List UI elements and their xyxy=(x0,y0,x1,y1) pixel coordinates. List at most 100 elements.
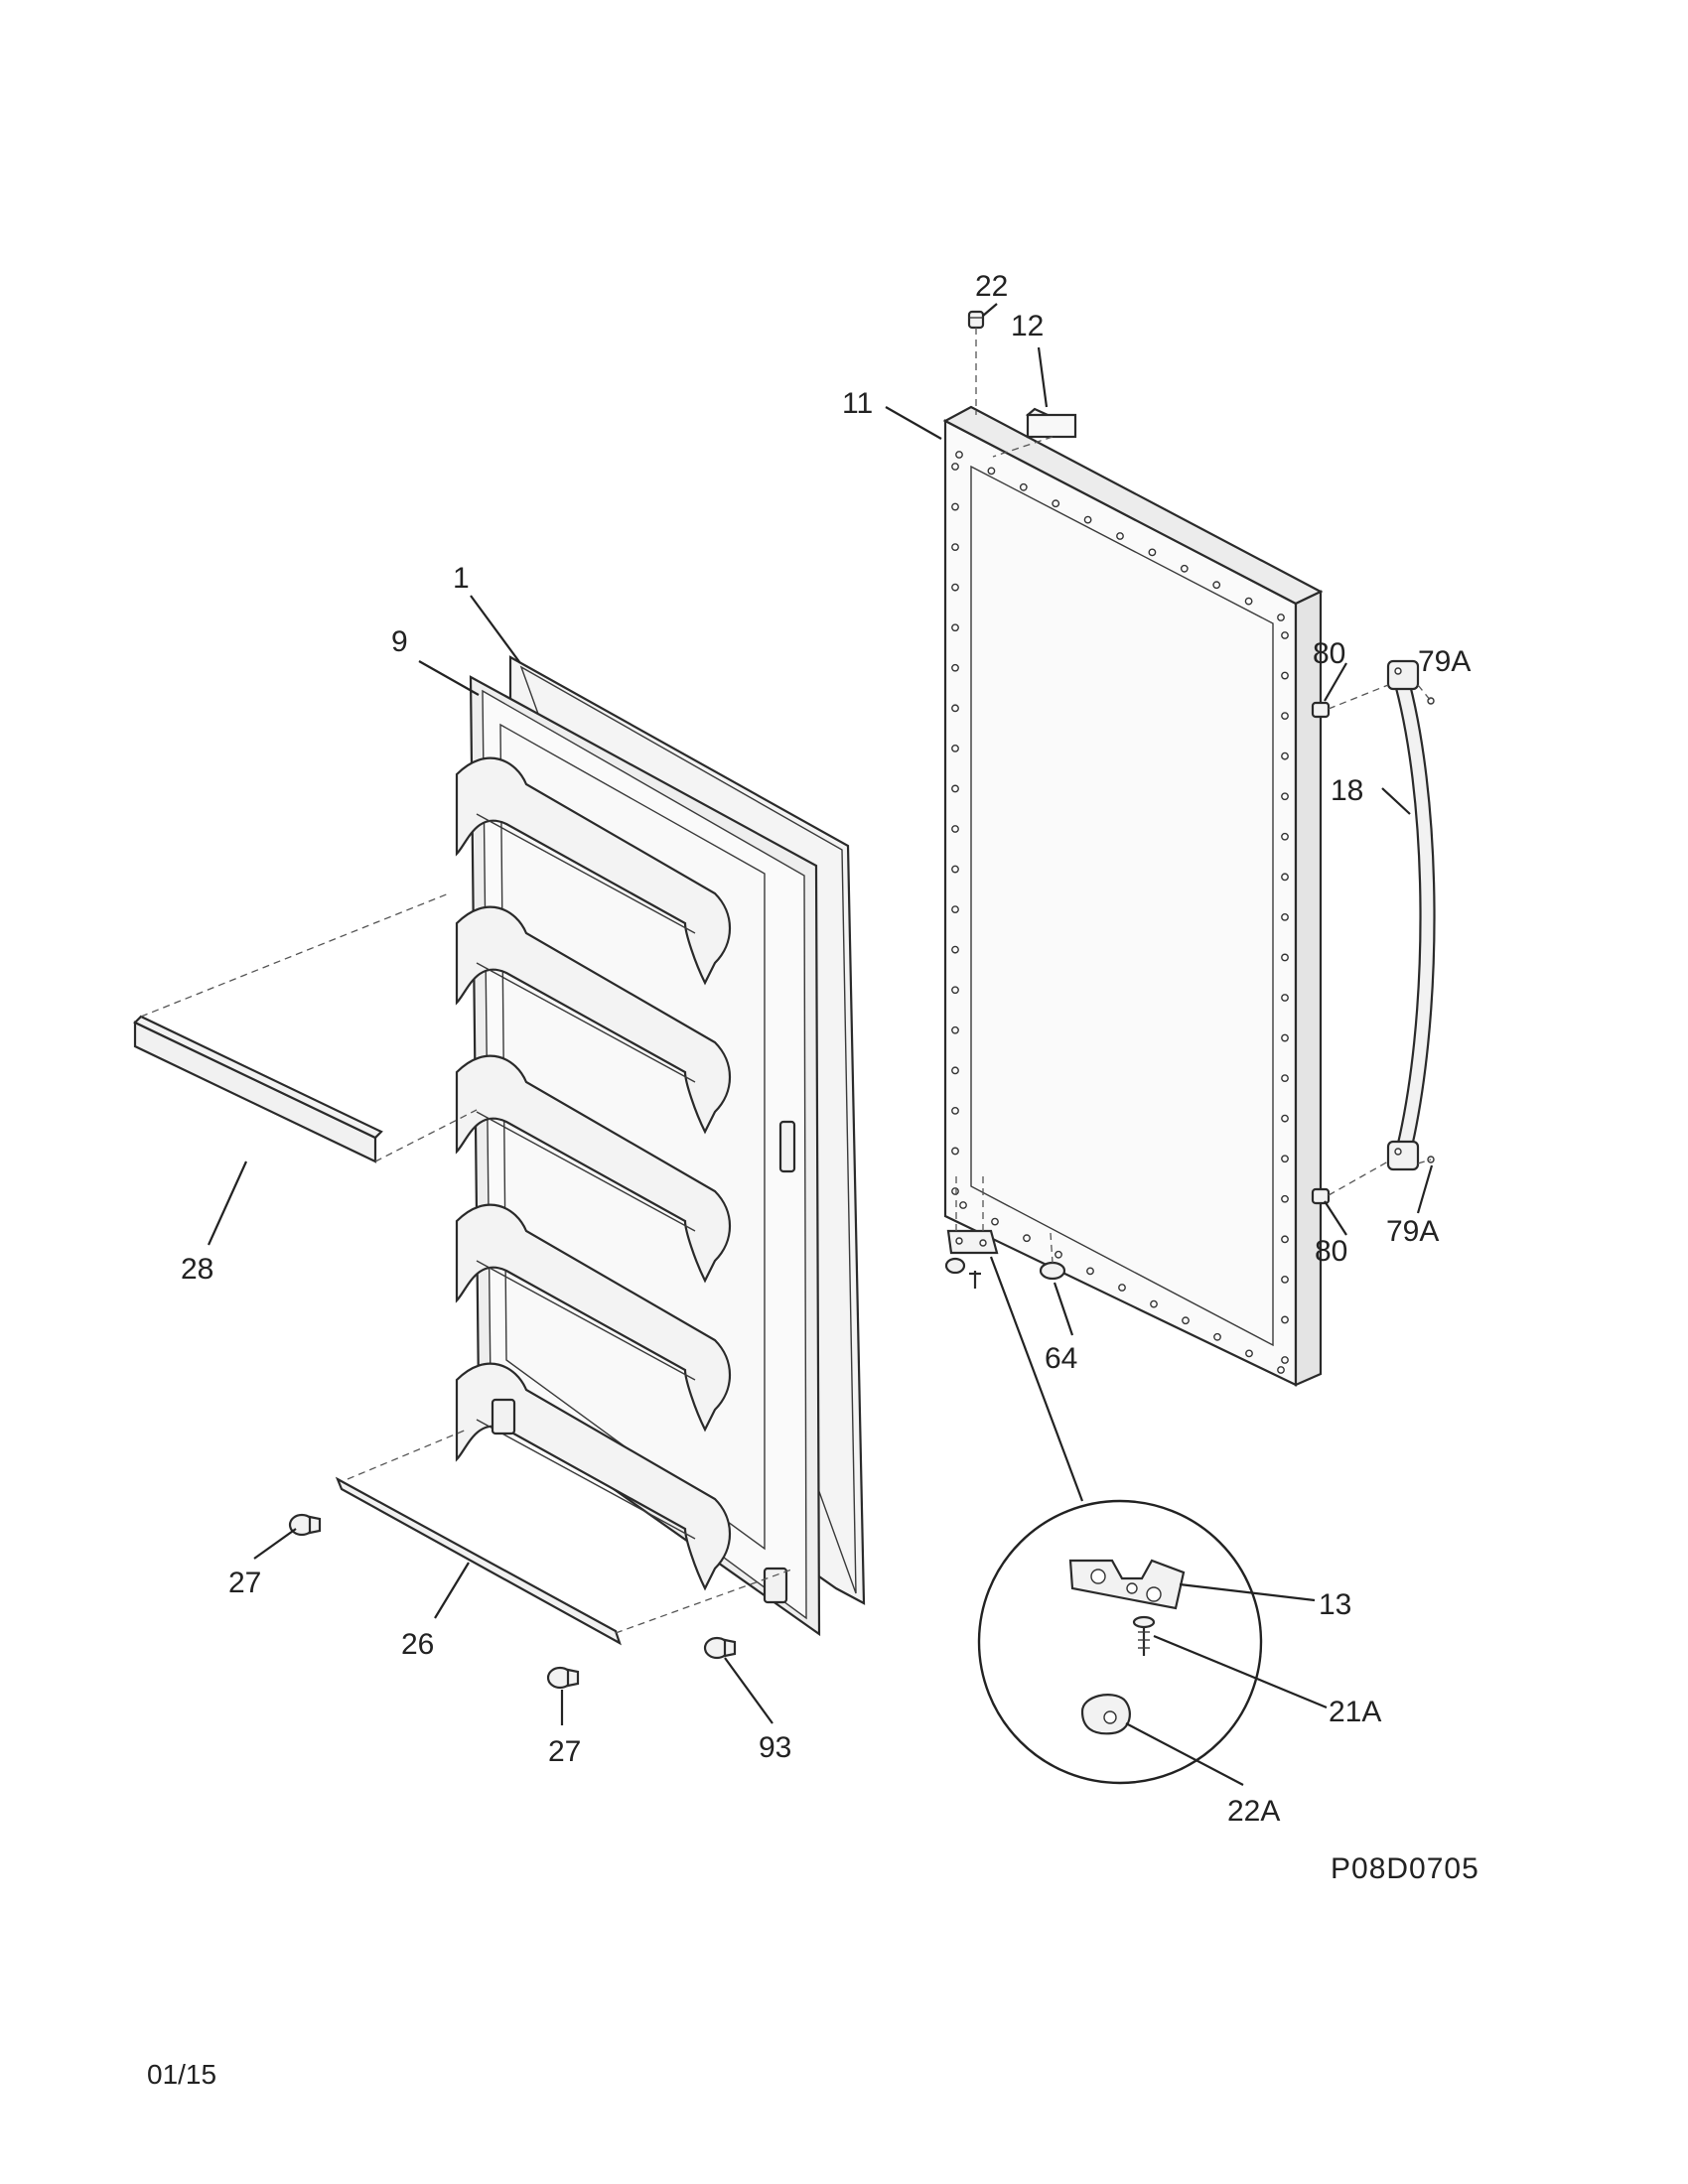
frame-hole xyxy=(1116,532,1124,540)
shelf-edge xyxy=(476,813,696,934)
door-shelf xyxy=(455,905,732,1135)
frame-hole xyxy=(1055,1250,1062,1259)
callout-26: 26 xyxy=(401,1628,434,1661)
frame-hole xyxy=(1281,873,1289,882)
callouts: 1 9 11 12 22 80 79A 18 80 79A 64 28 27 2… xyxy=(181,270,1471,1828)
callout-79a-bottom: 79A xyxy=(1386,1215,1439,1248)
frame-hole xyxy=(1182,1316,1190,1325)
frame-hole xyxy=(1083,515,1092,524)
handle-screws xyxy=(1311,684,1435,1205)
door-shelves xyxy=(455,756,732,1591)
callout-21a: 21A xyxy=(1329,1696,1381,1728)
frame-hole xyxy=(1052,499,1060,508)
frame-hole xyxy=(1281,832,1289,841)
outer-door-holes xyxy=(951,451,1289,1374)
door-shelf xyxy=(455,756,732,986)
frame-hole xyxy=(1212,581,1221,590)
frame-hole xyxy=(1281,671,1289,680)
callout-1: 1 xyxy=(453,562,470,595)
shelf-edge xyxy=(476,962,696,1083)
frame-hole xyxy=(1281,1155,1289,1163)
frame-hole xyxy=(1281,792,1289,801)
frame-hole xyxy=(1281,631,1289,639)
frame-hole xyxy=(1281,1275,1289,1284)
shelf-edge xyxy=(476,1260,696,1381)
frame-hole xyxy=(1281,712,1289,721)
callout-22a: 22A xyxy=(1227,1795,1280,1828)
top-screw xyxy=(967,310,985,415)
frame-hole xyxy=(955,451,963,459)
frame-hole xyxy=(1281,1074,1289,1083)
frame-hole xyxy=(1023,1234,1031,1243)
frame-hole xyxy=(951,623,959,632)
door-shelf xyxy=(455,1054,732,1284)
callout-12: 12 xyxy=(1011,310,1044,342)
callout-93: 93 xyxy=(759,1731,791,1764)
frame-hole xyxy=(1281,1235,1289,1244)
revision-date: 01/15 xyxy=(147,2059,217,2090)
callout-28: 28 xyxy=(181,1253,213,1286)
callout-13: 13 xyxy=(1319,1588,1351,1621)
frame-hole xyxy=(951,986,959,995)
callout-9: 9 xyxy=(391,625,408,658)
plug-27-left xyxy=(288,1513,322,1537)
frame-hole xyxy=(1086,1267,1094,1276)
frame-hole xyxy=(951,463,959,471)
callout-80-bottom: 80 xyxy=(1315,1235,1347,1268)
label-sticker xyxy=(1026,407,1077,439)
frame-hole xyxy=(1019,482,1028,491)
door-shelf xyxy=(455,1203,732,1433)
callout-80-top: 80 xyxy=(1313,637,1345,670)
hinge-parts xyxy=(944,1176,1066,1289)
callout-18: 18 xyxy=(1331,774,1363,807)
frame-hole xyxy=(951,1025,959,1034)
frame-hole xyxy=(951,784,959,793)
frame-hole xyxy=(1281,953,1289,962)
frame-hole xyxy=(1118,1284,1126,1292)
callout-64: 64 xyxy=(1045,1342,1077,1375)
frame-hole xyxy=(951,583,959,592)
door-shelf xyxy=(455,1362,732,1591)
callout-11: 11 xyxy=(842,387,873,420)
callout-27-left: 27 xyxy=(228,1567,261,1599)
frame-hole xyxy=(1150,1299,1158,1308)
frame-hole xyxy=(1281,912,1289,921)
frame-hole xyxy=(951,1187,959,1195)
frame-hole xyxy=(1281,751,1289,760)
frame-hole xyxy=(1277,1366,1285,1374)
frame-hole xyxy=(987,467,996,476)
plug-27-bottom xyxy=(546,1666,580,1690)
callout-27-bottom: 27 xyxy=(548,1735,581,1768)
frame-hole xyxy=(1281,1315,1289,1324)
shelf-edge xyxy=(476,1111,696,1232)
frame-hole xyxy=(951,744,959,752)
frame-hole xyxy=(951,825,959,833)
door-rack-28 xyxy=(133,892,478,1163)
leader-lines xyxy=(207,303,1434,1786)
frame-hole xyxy=(1281,1033,1289,1042)
frame-hole xyxy=(951,663,959,672)
frame-hole xyxy=(1180,564,1189,573)
door-hinge-clip xyxy=(491,1120,796,1604)
frame-hole xyxy=(1281,1194,1289,1203)
frame-hole xyxy=(951,1147,959,1156)
frame-hole xyxy=(951,945,959,954)
hinge-detail-view xyxy=(977,1499,1263,1785)
frame-hole xyxy=(1244,597,1253,606)
frame-hole xyxy=(951,543,959,552)
frame-hole xyxy=(1213,1332,1221,1341)
figure-code: P08D0705 xyxy=(1331,1852,1479,1885)
frame-hole xyxy=(951,502,959,511)
frame-hole xyxy=(1277,614,1285,621)
shelf-edge xyxy=(476,1419,696,1540)
door-rack-26 xyxy=(335,1429,795,1646)
callout-79a-top: 79A xyxy=(1418,645,1471,678)
frame-hole xyxy=(959,1201,967,1209)
door-handle xyxy=(1386,659,1436,1171)
plug-93 xyxy=(703,1636,737,1660)
frame-hole xyxy=(951,905,959,914)
frame-hole xyxy=(1245,1349,1253,1358)
frame-hole xyxy=(1281,1356,1289,1364)
frame-hole xyxy=(951,1106,959,1115)
